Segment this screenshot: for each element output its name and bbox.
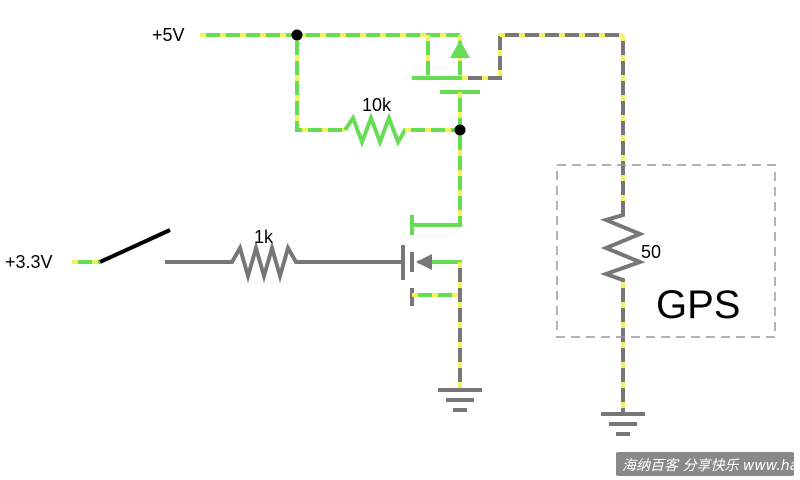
gps-module-box xyxy=(556,164,776,338)
ground-symbol xyxy=(438,388,482,412)
input-33v-wire xyxy=(72,228,403,284)
junction-dot xyxy=(454,124,466,136)
junction-dot xyxy=(291,29,303,41)
resistor-10k xyxy=(343,112,460,148)
gate-pull-wire xyxy=(412,130,462,227)
label-50: 50 xyxy=(641,242,661,262)
label-1k: 1k xyxy=(254,227,274,247)
pmos-transistor xyxy=(412,33,623,130)
ground-symbol xyxy=(601,412,645,436)
gps-supply-wire xyxy=(599,35,646,412)
rail-5v-wire xyxy=(200,33,460,132)
watermark-text: 海纳百客 分享快乐 www.hainabaike.com xyxy=(622,458,794,474)
label-gps: GPS xyxy=(656,283,740,327)
switch xyxy=(99,228,171,264)
label-10k: 10k xyxy=(362,95,392,115)
label-5v: +5V xyxy=(152,25,185,45)
watermark: 海纳百客 分享快乐 www.hainabaike.com xyxy=(616,452,794,476)
nmos-transistor xyxy=(401,215,462,388)
label-3v3: +3.3V xyxy=(5,252,53,272)
